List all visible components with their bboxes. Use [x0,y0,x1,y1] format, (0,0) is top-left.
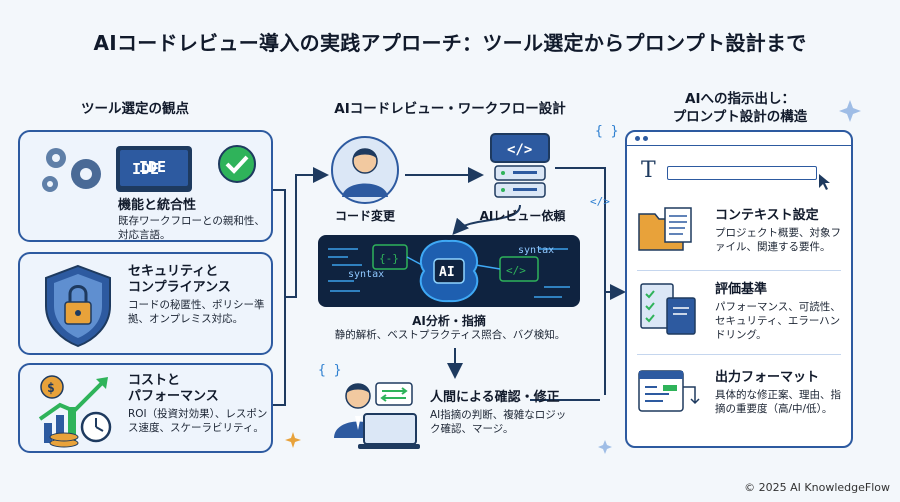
svg-text:{ }: { } [318,363,341,378]
svg-text:{-}: {-} [379,252,399,265]
prompt-item-criteria-title: 評価基準 [715,282,768,297]
right-heading: AIへの指示出し： プロンプト設計の構造 [672,91,808,125]
prompt-input-line [667,166,817,180]
node-ai-request: AIレビュー依頼 [479,209,566,223]
cost-chart-icon: $ [38,375,112,448]
folder-document-icon [638,207,692,251]
ide-label: IDE [139,158,167,176]
card-features-title: 機能と統合性 [118,198,197,213]
prompt-item-criteria-text: パフォーマンス、可読性、セキュリティ、エラーハンドリング。 [715,301,841,341]
svg-text:syntax: syntax [518,245,554,256]
check-icon [218,145,256,183]
shield-lock-icon [45,264,111,348]
server-code-icon: </> [490,133,550,198]
svg-text:</>: </> [590,195,610,208]
checklist-book-icon [640,283,696,335]
card-security: セキュリティと コンプライアンス コードの秘匿性、ポリシー準拠、オンプレミス対応… [18,252,273,355]
ai-brain-illustration: {-} </> syntax syntax AI [328,239,570,303]
card-cost: $ コストと パフォーマンス ROI（投資対効果）、レスポンス速度、スケーラビリ… [18,363,273,453]
svg-text:syntax: syntax [348,269,384,280]
panel-titlebar [627,132,851,146]
developer-avatar-icon [331,136,399,204]
node-ai-analysis-title: AI分析・指摘 [412,314,486,328]
svg-text:</>: </> [507,142,532,158]
ai-analysis-banner: {-} </> syntax syntax AI [318,235,580,307]
card-security-title: セキュリティと コンプライアンス [128,264,231,295]
prompt-structure-panel: T コンテキスト設定 プロジェクト概要、対象ファイル、関連する要件。 評価基準 … [625,130,853,448]
mouse-cursor-icon [819,174,830,190]
prompt-item-context-title: コンテキスト設定 [715,208,819,223]
node-human-title: 人間による確認・修正 [430,390,560,405]
left-heading: ツール選定の観点 [81,101,189,117]
copyright: © 2025 AI KnowledgeFlow [744,481,890,494]
prompt-item-output-text: 具体的な修正案、理由、指摘の重要度（高/中/低）。 [715,389,841,415]
reviewer-laptop-icon [334,382,420,449]
divider [637,270,841,271]
gear-icon: IDE [42,146,192,192]
middle-heading: AIコードレビュー・ワークフロー設計 [334,101,566,117]
ide-badge-text: IDE [132,160,159,178]
node-ai-analysis-text: 静的解析、ベストプラクティス照合、バグ検知。 [334,329,566,341]
card-cost-text: ROI（投資対効果）、レスポンス速度、スケーラビリティ。 [128,408,268,434]
divider [637,354,841,355]
page-title: AIコードレビュー導入の実践アプローチ：ツール選定からプロンプト設計まで [93,31,807,55]
card-cost-title: コストと パフォーマンス [128,373,219,404]
window-dot [643,136,648,141]
prompt-item-context-text: プロジェクト概要、対象ファイル、関連する要件。 [715,227,841,253]
output-format-icon [638,370,700,412]
node-code-change: コード変更 [334,209,395,223]
prompt-item-output-title: 出力フォーマット [715,370,820,385]
svg-text:{ }: { } [595,124,618,139]
svg-text:AI: AI [439,265,455,280]
svg-text:</>: </> [506,264,526,277]
card-features: IDE IDE 機能と統合性 既存ワークフローとの親和性、対応言語。 [18,130,273,242]
text-cursor-letter: T [641,158,656,183]
window-dot [635,136,640,141]
node-human-text: AI指摘の判断、複雑なロジック確認、マージ。 [430,409,567,435]
card-security-text: コードの秘匿性、ポリシー準拠、オンプレミス対応。 [128,299,265,325]
svg-text:$: $ [47,381,55,396]
card-features-text: 既存ワークフローとの親和性、対応言語。 [118,215,265,241]
